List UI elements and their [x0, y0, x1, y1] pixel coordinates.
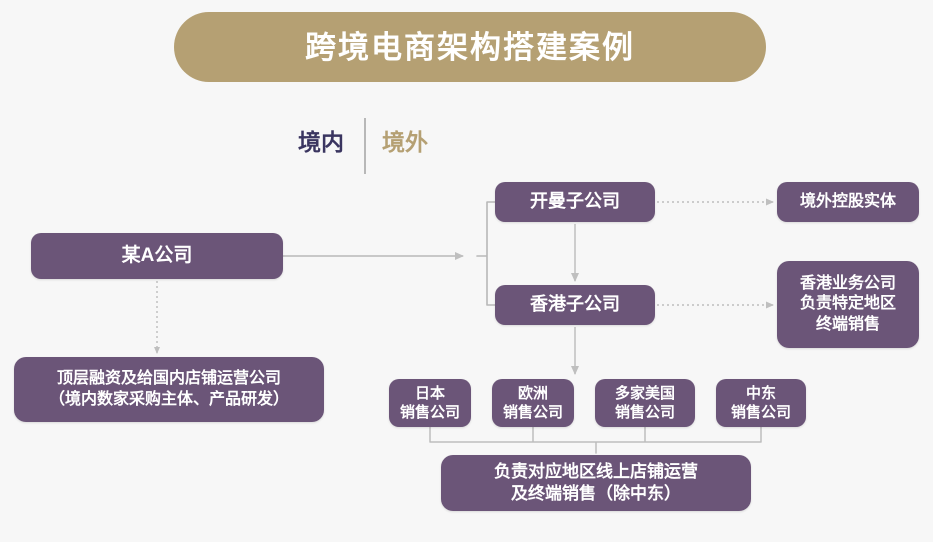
node-cayman-subsidiary[interactable]: 开曼子公司: [495, 182, 655, 222]
node-sales-middle-east[interactable]: 中东 销售公司: [716, 379, 806, 427]
node-hongkong-business-line-3: 终端销售: [815, 315, 880, 333]
node-cayman-label: 开曼子公司: [530, 191, 620, 212]
node-sales-responsibility-note[interactable]: 负责对应地区线上店铺运营 及终端销售（除中东）: [441, 455, 751, 511]
node-hongkong-label: 香港子公司: [530, 294, 620, 315]
node-overseas-holding-note[interactable]: 境外控股实体: [777, 182, 919, 222]
title-banner: 跨境电商架构搭建案例: [174, 12, 766, 82]
node-a-company[interactable]: 某A公司: [31, 233, 283, 279]
node-sales-japan[interactable]: 日本 销售公司: [389, 379, 471, 427]
node-overseas-holding-label: 境外控股实体: [799, 192, 896, 210]
page-title: 跨境电商架构搭建案例: [305, 29, 635, 65]
node-sales-japan-line-1: 日本: [414, 384, 445, 402]
node-sales-europe-line-2: 销售公司: [502, 404, 563, 421]
zone-divider: [364, 118, 366, 174]
node-sales-europe[interactable]: 欧洲 销售公司: [492, 379, 574, 427]
node-hongkong-business-note[interactable]: 香港业务公司 负责特定地区 终端销售: [777, 261, 919, 348]
node-sales-usa-line-1: 多家美国: [614, 384, 675, 402]
node-sales-usa-line-2: 销售公司: [614, 404, 675, 421]
node-a-company-label: 某A公司: [121, 244, 193, 266]
wire-sales-to-bottom-note: [429, 426, 762, 454]
node-sales-europe-line-1: 欧洲: [517, 384, 548, 402]
wire-branch-bracket: [476, 201, 496, 306]
zone-label-domestic: 境内: [298, 129, 344, 155]
node-sales-japan-line-2: 销售公司: [399, 404, 460, 421]
node-sales-middle-east-line-2: 销售公司: [730, 404, 791, 421]
node-domestic-note-line-2: （境内数家采购主体、产品研发）: [48, 390, 289, 408]
node-hongkong-subsidiary[interactable]: 香港子公司: [495, 285, 655, 325]
node-hongkong-business-line-2: 负责特定地区: [799, 295, 896, 313]
node-sales-middle-east-line-1: 中东: [745, 384, 776, 402]
node-domestic-note[interactable]: 顶层融资及给国内店铺运营公司 （境内数家采购主体、产品研发）: [14, 357, 324, 422]
zone-label-overseas: 境外: [382, 129, 428, 155]
node-sales-responsibility-line-2: 及终端销售（除中东）: [511, 484, 681, 503]
node-domestic-note-line-1: 顶层融资及给国内店铺运营公司: [56, 370, 281, 388]
node-sales-usa[interactable]: 多家美国 销售公司: [595, 379, 695, 427]
node-sales-responsibility-line-1: 负责对应地区线上店铺运营: [494, 462, 698, 482]
node-hongkong-business-line-1: 香港业务公司: [799, 274, 896, 292]
